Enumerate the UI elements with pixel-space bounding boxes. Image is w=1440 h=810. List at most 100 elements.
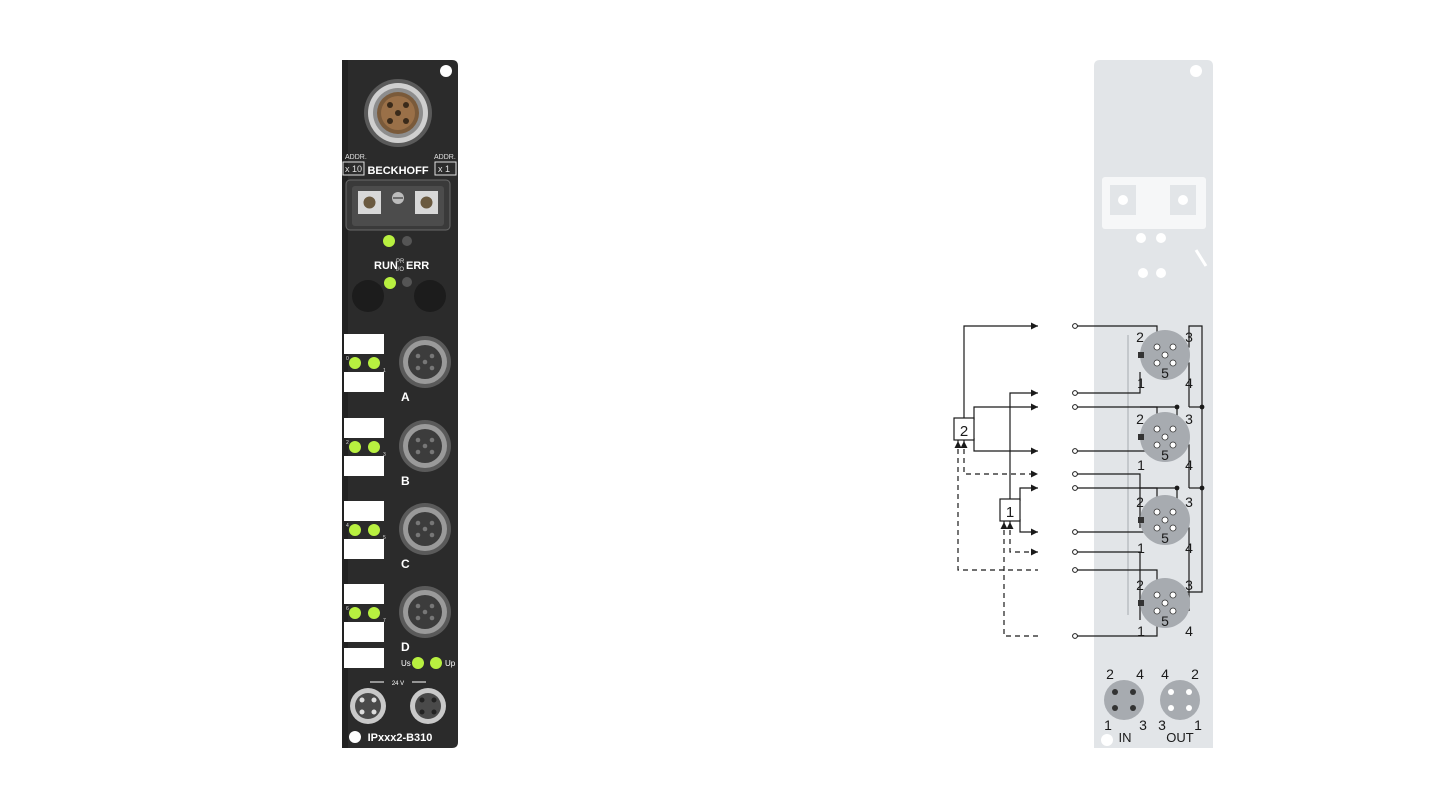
power-out-pin-3: 3 (1158, 717, 1166, 733)
model-label: IPxxx2-B310 (368, 732, 433, 744)
arrow-head (1031, 470, 1038, 478)
signal-box-1 (999, 498, 1021, 522)
led-run (384, 277, 396, 289)
channel-led (349, 524, 361, 536)
led-link-1 (383, 235, 395, 247)
arrow-head (1006, 522, 1014, 529)
led-number: 1 (383, 368, 386, 374)
wire (1077, 372, 1141, 394)
label-plate (344, 539, 384, 559)
wire (963, 325, 1038, 418)
address-switch-x10[interactable] (363, 196, 376, 209)
label-plate (344, 501, 384, 521)
wire (1009, 392, 1038, 499)
brand-logo: BECKHOFF (367, 165, 428, 177)
arrow-head (1031, 447, 1038, 455)
module-front-view: ADDR. x 10 BECKHOFF ADDR. x 1 RUN PR I/O… (342, 60, 458, 748)
fieldbus-connector (364, 79, 432, 147)
label-plate (344, 456, 384, 476)
led-number: 7 (383, 618, 386, 624)
arrow-head (1031, 484, 1038, 492)
power-in-label: IN (1119, 730, 1132, 745)
power-out-pin-2: 2 (1191, 666, 1199, 682)
pin-label: 2 (1136, 411, 1144, 427)
led-number: 4 (346, 523, 349, 529)
pin-label: 4 (1185, 623, 1193, 639)
power-in-connector (350, 688, 386, 724)
power-out-pin-4: 4 (1161, 666, 1169, 682)
pin-label: 1 (1137, 623, 1145, 639)
socket-label: C (401, 557, 410, 571)
io-socket-d: 67D (344, 584, 451, 654)
power-out-pin-1: 1 (1194, 717, 1202, 733)
pin-label: 4 (1185, 540, 1193, 556)
power-out-label: OUT (1166, 730, 1194, 745)
terminal (1072, 633, 1078, 639)
pin-label: 3 (1185, 329, 1193, 345)
arrow-head (954, 441, 962, 448)
addr-right-label: ADDR. (434, 154, 456, 161)
signal-box-2 (953, 417, 975, 441)
addr-left-label: ADDR. (345, 154, 367, 161)
wire (963, 440, 1038, 475)
wire (1019, 519, 1038, 533)
status-err-label: ERR (406, 260, 429, 272)
wire (1077, 551, 1141, 620)
terminal (1072, 567, 1078, 573)
socket-label: A (401, 390, 410, 404)
pin-label: 1 (1137, 540, 1145, 556)
power-out-connector (410, 688, 446, 724)
pin-label: 5 (1161, 530, 1169, 546)
mount-hole-bottom (349, 731, 361, 743)
pin-label: 1 (1137, 457, 1145, 473)
wire (1019, 487, 1038, 501)
led-number: 0 (346, 356, 349, 362)
terminal (1072, 471, 1078, 477)
status-prg-label: PR (396, 259, 405, 265)
module-housing (342, 60, 458, 748)
pin-label: 2 (1136, 494, 1144, 510)
power-in-pin-2: 2 (1106, 666, 1114, 682)
label-plate (344, 418, 384, 438)
channel-led (368, 441, 380, 453)
wire (1003, 521, 1038, 637)
label-plate (344, 334, 384, 354)
pin-label: 4 (1185, 375, 1193, 391)
junction (1199, 485, 1205, 491)
arrow-head (1031, 322, 1038, 330)
led-link-2 (402, 236, 412, 246)
channel-led (349, 607, 361, 619)
label-plate (344, 648, 384, 668)
socket-label: B (401, 474, 410, 488)
addr-right-value: x 1 (438, 164, 450, 174)
wire (973, 438, 1038, 452)
channel-led (349, 357, 361, 369)
pin-label: 5 (1161, 447, 1169, 463)
io-socket-b: 23B (344, 418, 451, 488)
led-number: 6 (346, 606, 349, 612)
address-switch-window (345, 179, 451, 231)
led-number: 5 (383, 535, 386, 541)
supply-us-label: Us (401, 659, 411, 668)
arrow-head (1031, 548, 1038, 556)
diagram-power-in: 2 4 1 3 IN (1104, 666, 1147, 745)
address-switch-x1[interactable] (420, 196, 433, 209)
pin-label: 1 (1137, 375, 1145, 391)
terminal (1072, 404, 1078, 410)
power-in-pin-3: 3 (1139, 717, 1147, 733)
led-err (402, 277, 412, 287)
pin-label: 2 (1136, 577, 1144, 593)
addr-left-value: x 10 (345, 164, 362, 174)
led-number: 2 (346, 440, 349, 446)
io-socket-c: 4 5C (344, 501, 451, 571)
status-run-label: RUN (374, 260, 398, 272)
power-in-pin-1: 1 (1104, 717, 1112, 733)
pin-label: 3 (1185, 577, 1193, 593)
diagram-power-out: 4 2 3 1 OUT (1158, 666, 1202, 745)
wire (957, 440, 1038, 571)
channel-led (368, 607, 380, 619)
io-socket-a: 0 1A (344, 334, 451, 404)
